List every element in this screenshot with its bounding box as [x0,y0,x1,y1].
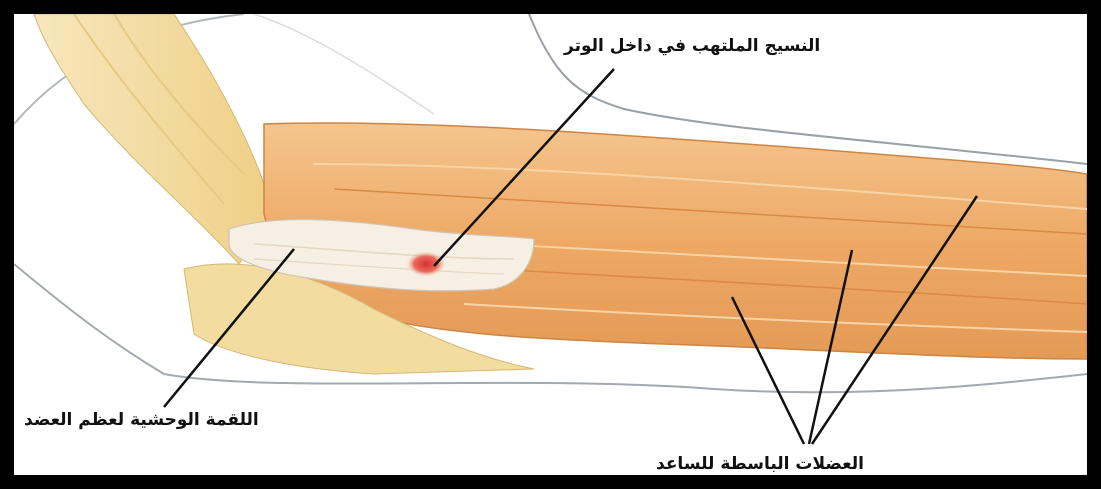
diagram-canvas: النسيج الملتهب في داخل الوتر اللقمة الوح… [14,14,1087,475]
elbow-anatomy-illustration [14,14,1087,475]
inflammation-spot [406,251,446,277]
label-inflamed-tissue: النسيج الملتهب في داخل الوتر [564,36,820,56]
label-lateral-epicondyle: اللقمة الوحشية لعظم العضد [24,410,259,430]
label-forearm-extensors: العضلات الباسطة للساعد [656,454,864,474]
